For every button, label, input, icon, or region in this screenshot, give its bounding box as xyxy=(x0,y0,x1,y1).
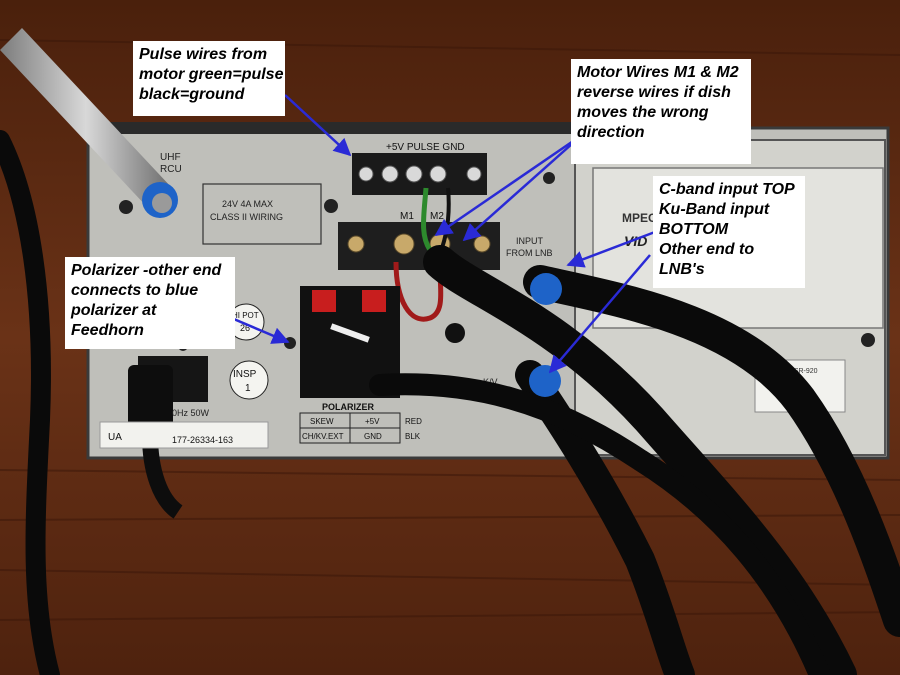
polarizer-line-3: polarizer at xyxy=(71,302,157,319)
polarizer-line-1: Polarizer -other end xyxy=(71,262,222,279)
motor-line-2: reverse wires if dish xyxy=(577,84,731,101)
polarizer-label-table xyxy=(299,412,401,444)
serial-sticker xyxy=(99,421,269,449)
motor-wires-callout: Motor Wires M1 & M2 reverse wires if dis… xyxy=(571,59,751,164)
insp-sticker xyxy=(229,360,269,400)
pulse-terminal-screws xyxy=(358,165,482,183)
power-rating-label: 24V 4A MAX xyxy=(222,199,273,209)
cband-callout: C-band input TOP Ku-Band input BOTTOM Ot… xyxy=(653,176,805,288)
pulse-strip-label: +5V PULSE GND xyxy=(386,142,465,153)
gnd-label: GND xyxy=(364,432,382,441)
pulse-arrow xyxy=(284,94,352,157)
m1-label: M1 xyxy=(400,211,414,222)
m2-label: M2 xyxy=(430,211,444,222)
polarizer-table-title: POLARIZER xyxy=(322,402,375,412)
coax-cables xyxy=(0,130,900,675)
rcu-label: RCU xyxy=(160,164,182,175)
wiring-box xyxy=(202,183,322,245)
cband-arrow-bottom xyxy=(548,254,651,374)
motor-arrow-1 xyxy=(462,134,583,242)
serial-label: 177-26334-163 xyxy=(172,435,233,445)
input-label: INPUT xyxy=(516,236,544,246)
cband-arrow-top xyxy=(566,230,656,268)
insp-label: INSP xyxy=(233,369,257,380)
power-plug xyxy=(128,365,173,435)
ac-rating-label: 0Hz 50W xyxy=(172,408,210,418)
motor-line-1: Motor Wires M1 & M2 xyxy=(577,64,739,81)
green-pulse-wire xyxy=(421,187,433,252)
wiring-class-label: CLASS II WIRING xyxy=(210,212,283,222)
pulse-line-3: black=ground xyxy=(139,86,245,103)
pulse-line-1: Pulse wires from xyxy=(139,46,268,63)
skew-label: SKEW xyxy=(310,417,334,426)
chkv-label: CH/KV.EXT xyxy=(302,432,344,441)
motor-arrow-2 xyxy=(434,133,583,237)
plus5v-label: +5V xyxy=(365,417,380,426)
ku-band-connector xyxy=(529,365,561,397)
red-terminal-1 xyxy=(312,290,336,312)
blk-label: BLK xyxy=(405,432,421,441)
mpeg-text: MPEG xyxy=(622,211,657,225)
cband-line-5: LNB's xyxy=(659,261,705,278)
annotation-arrows xyxy=(195,94,656,374)
polarizer-line-2: connects to blue xyxy=(71,282,199,299)
hipot-label: HI POT xyxy=(232,311,259,320)
red-terminal-2 xyxy=(362,290,386,312)
motor-line-4: direction xyxy=(577,124,645,141)
red-label: RED xyxy=(405,417,422,426)
uhf-label: UHF xyxy=(160,152,181,163)
cband-line-4: Other end to xyxy=(659,241,755,258)
rcu-connector-core xyxy=(152,193,172,213)
motor-line-3: moves the wrong xyxy=(577,104,709,121)
white-wire xyxy=(330,323,370,343)
pulse-line-2: motor green=pulse xyxy=(139,66,284,83)
insp-num: 1 xyxy=(245,383,251,394)
receiver-top-edge xyxy=(88,122,598,134)
polarizer-knob xyxy=(445,323,465,343)
cband-line-3: BOTTOM xyxy=(659,221,729,238)
antenna-pole xyxy=(0,28,172,208)
ua-label: UA xyxy=(108,432,122,443)
cband-line-1: C-band input TOP xyxy=(659,181,795,198)
hipot-num: 26 xyxy=(240,323,250,333)
polarizer-callout: Polarizer -other end connects to blue po… xyxy=(65,257,235,349)
pulse-wires-callout: Pulse wires from motor green=pulse black… xyxy=(133,41,285,116)
cband-line-2: Ku-Band input xyxy=(659,201,770,218)
polarizer-line-4: Feedhorn xyxy=(71,322,144,339)
c-band-connector xyxy=(530,273,562,305)
from-lnb-label: FROM LNB xyxy=(506,248,553,258)
